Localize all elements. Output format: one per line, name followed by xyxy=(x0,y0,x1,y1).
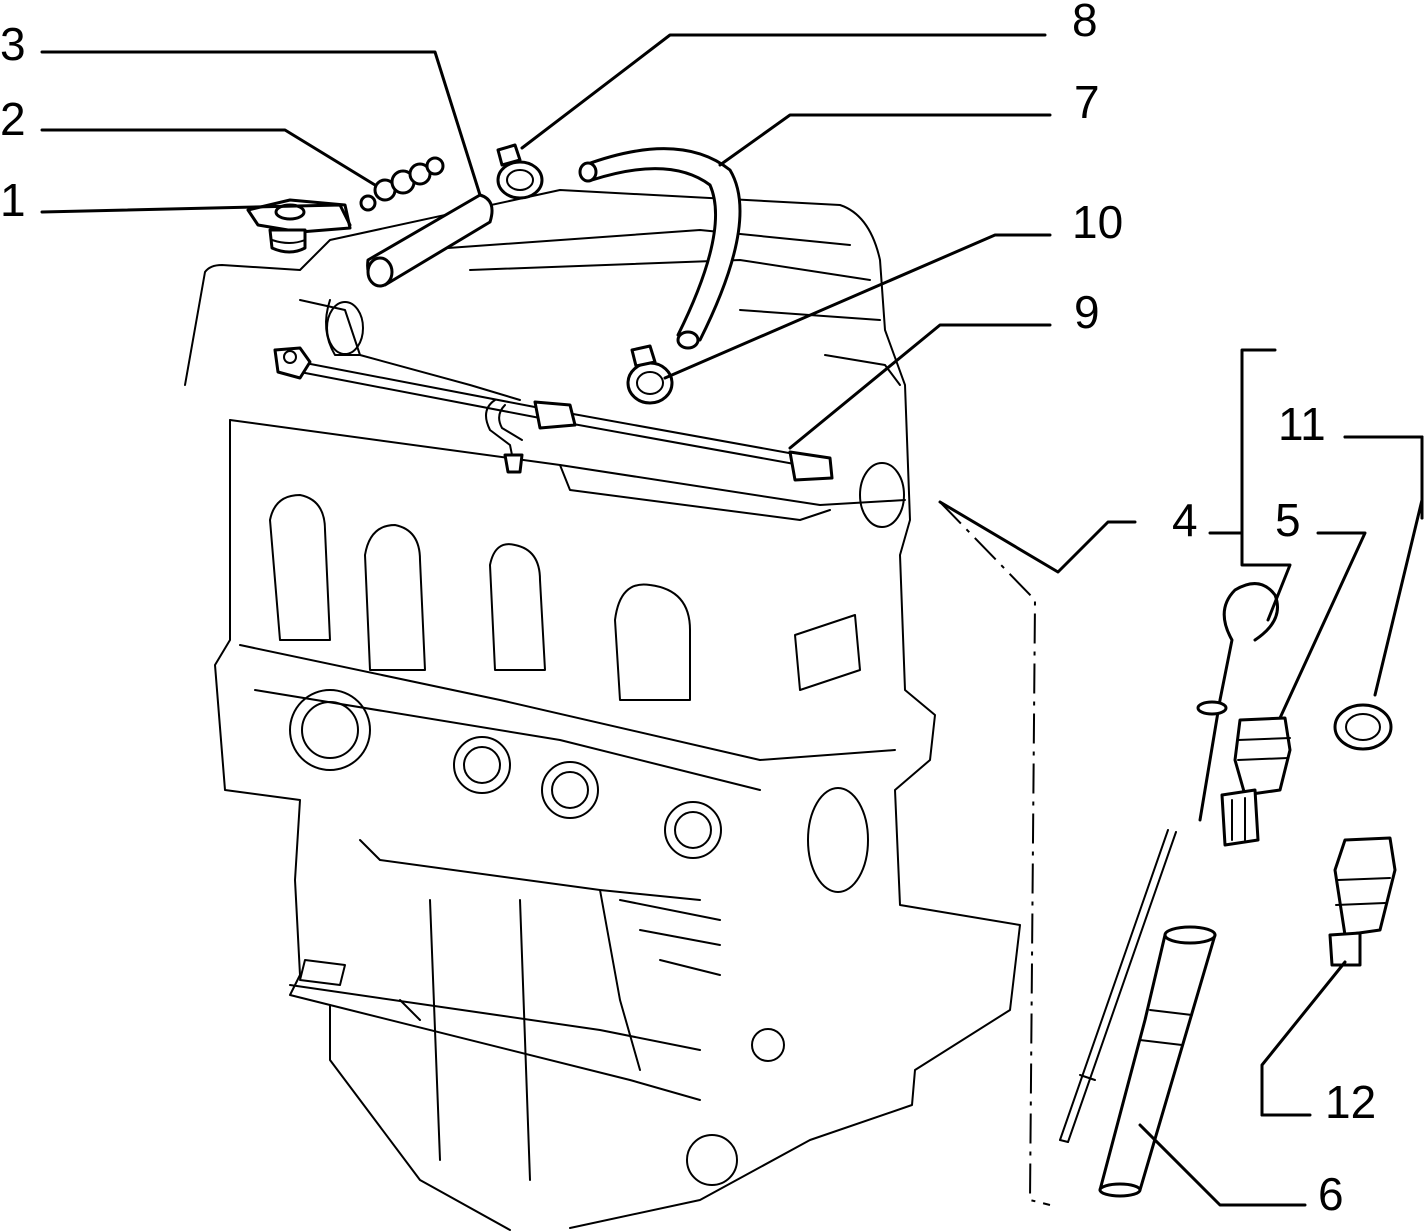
callout-7: 7 xyxy=(1074,76,1100,128)
part-12-plug xyxy=(1328,836,1397,967)
callout-11: 11 xyxy=(1278,398,1326,450)
part-9-pipe xyxy=(273,346,834,482)
part-5-cap xyxy=(1220,716,1292,847)
callout-12: 12 xyxy=(1325,1076,1376,1128)
callout-labels: 3 2 1 8 7 10 9 11 4 5 12 6 xyxy=(0,0,1376,1220)
callout-8: 8 xyxy=(1072,0,1098,46)
part-4-dipstick xyxy=(1059,582,1279,1143)
engine-block xyxy=(184,189,1021,1231)
part-3-hose xyxy=(366,193,494,288)
part-11-seal-ring xyxy=(1333,703,1393,751)
callout-9: 9 xyxy=(1074,286,1100,338)
callout-10: 10 xyxy=(1072,196,1123,248)
part-10-clamp xyxy=(626,344,674,405)
callout-2: 2 xyxy=(0,93,26,145)
part-6-tube xyxy=(1098,925,1217,1198)
part-2-spring xyxy=(359,156,445,212)
callout-3: 3 xyxy=(0,18,26,70)
callout-4: 4 xyxy=(1172,494,1198,546)
part-8-clamp xyxy=(496,143,544,200)
callout-1: 1 xyxy=(0,174,26,226)
callout-6: 6 xyxy=(1318,1168,1344,1220)
part-7-curved-hose xyxy=(578,147,742,350)
leader-lines xyxy=(40,33,1424,1207)
callout-5: 5 xyxy=(1275,494,1301,546)
